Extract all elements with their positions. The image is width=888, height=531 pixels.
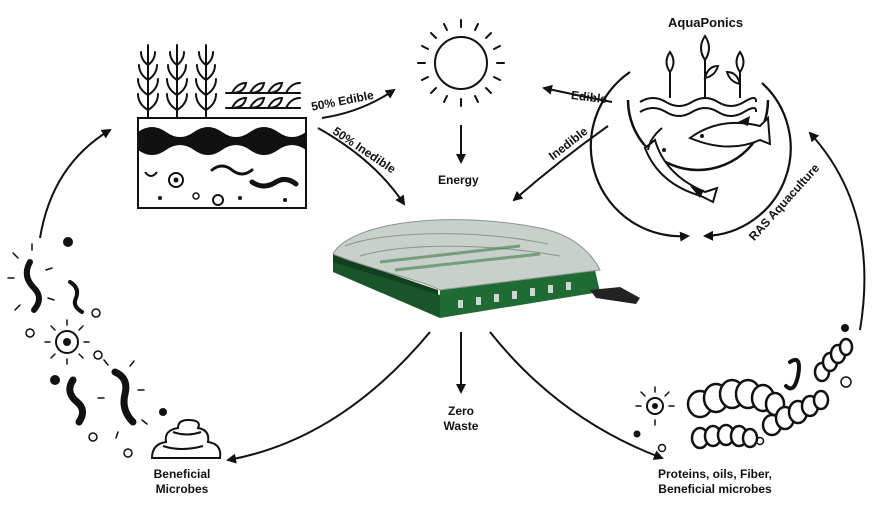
arrow-greenhouse-to-proteins [489, 331, 664, 460]
label-zero-waste: Zero Waste [436, 404, 486, 434]
sun-icon [417, 19, 505, 107]
label-proteins: Proteins, oils, Fiber, Beneficial microb… [640, 467, 790, 497]
microbes-icon [7, 237, 167, 458]
insect-larvae-icon [633, 324, 854, 453]
label-beneficial-microbes-line2: Microbes [155, 482, 209, 496]
label-beneficial-microbes: Beneficial Microbes [142, 467, 222, 497]
label-zero-waste-line2: Waste [443, 419, 479, 433]
aquaponics-fish-icon [589, 34, 792, 242]
label-zero-waste-line1: Zero [447, 404, 474, 418]
arrow-aquaponics-edible [542, 84, 613, 103]
soil-crops-icon [137, 44, 307, 209]
flow-arrows [39, 84, 866, 464]
label-energy: Energy [438, 173, 479, 187]
arrow-crops-to-energy [321, 88, 396, 119]
greenhouse-icon [332, 219, 640, 318]
label-proteins-line2: Beneficial microbes [658, 482, 772, 496]
label-proteins-line1: Proteins, oils, Fiber, [657, 467, 773, 481]
compost-pile-icon [150, 418, 222, 459]
arrow-larvae-to-aquaponics [808, 131, 866, 331]
arrow-greenhouse-to-microbes [226, 331, 431, 464]
label-aquaponics: AquaPonics [668, 15, 744, 30]
arrow-microbes-to-crops [39, 128, 112, 239]
arrow-crops-to-greenhouse [317, 127, 406, 206]
arrow-aquaponics-inedible [512, 125, 609, 202]
label-beneficial-microbes-line1: Beneficial [153, 467, 211, 481]
